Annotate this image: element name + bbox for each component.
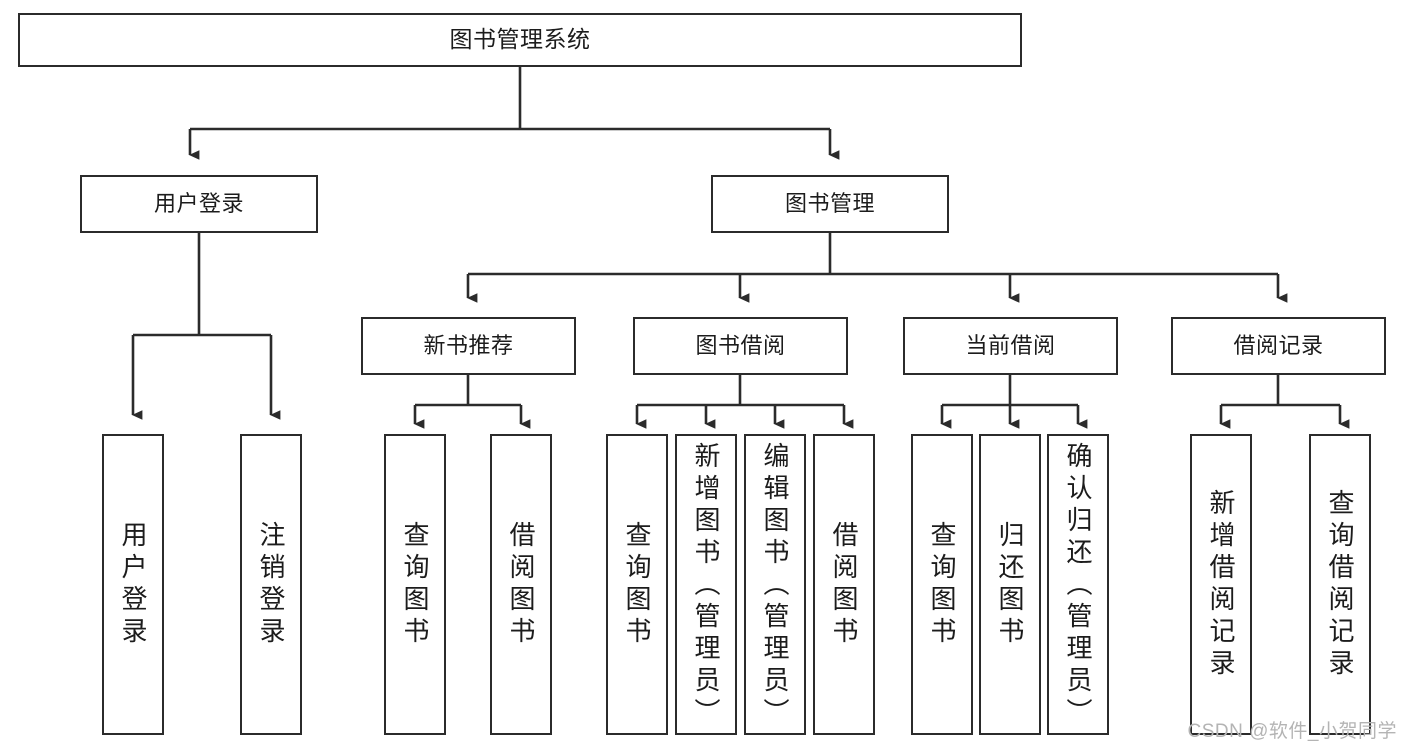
node-root-label: 图书管理系统: [449, 26, 591, 53]
leaf-user-login-label: 用户登录: [118, 520, 148, 649]
watermark-text: CSDN @软件_小贺同学: [1187, 721, 1397, 742]
leaf-record-query-record[interactable]: 查询借阅记录: [1309, 434, 1371, 735]
leaf-current-return-book-label: 归还图书: [995, 520, 1025, 649]
node-new-book-recommend-label: 新书推荐: [423, 332, 514, 358]
node-book-borrow-label: 图书借阅: [695, 332, 786, 358]
leaf-record-add-record-label: 新增借阅记录: [1206, 488, 1236, 681]
leaf-newbook-borrow-book-label: 借阅图书: [506, 520, 536, 649]
leaf-current-confirm-return-admin[interactable]: 确认归还（管理员）: [1047, 434, 1109, 735]
leaf-newbook-query-book-label: 查询图书: [400, 520, 430, 649]
leaf-borrow-query-book-label: 查询图书: [622, 520, 652, 649]
node-book-management-label: 图书管理: [784, 190, 875, 216]
node-root[interactable]: 图书管理系统: [18, 13, 1022, 67]
leaf-borrow-edit-book-admin[interactable]: 编辑图书（管理员）: [744, 434, 806, 735]
leaf-record-query-record-label: 查询借阅记录: [1325, 488, 1355, 681]
leaf-borrow-borrow-book-label: 借阅图书: [829, 520, 859, 649]
node-user-login-label: 用户登录: [153, 190, 244, 216]
node-current-borrow-label: 当前借阅: [965, 332, 1056, 358]
leaf-newbook-borrow-book[interactable]: 借阅图书: [490, 434, 552, 735]
leaf-user-login[interactable]: 用户登录: [102, 434, 164, 735]
node-current-borrow[interactable]: 当前借阅: [903, 317, 1118, 375]
leaf-newbook-query-book[interactable]: 查询图书: [384, 434, 446, 735]
node-book-management[interactable]: 图书管理: [711, 175, 949, 233]
leaf-user-logout-label: 注销登录: [256, 520, 286, 649]
leaf-borrow-query-book[interactable]: 查询图书: [606, 434, 668, 735]
node-new-book-recommend[interactable]: 新书推荐: [361, 317, 576, 375]
leaf-borrow-edit-book-admin-label: 编辑图书（管理员）: [760, 442, 790, 730]
leaf-borrow-borrow-book[interactable]: 借阅图书: [813, 434, 875, 735]
leaf-borrow-add-book-admin-label: 新增图书（管理员）: [691, 442, 721, 730]
leaf-user-logout[interactable]: 注销登录: [240, 434, 302, 735]
leaf-current-query-book-label: 查询图书: [927, 520, 957, 649]
leaf-borrow-add-book-admin[interactable]: 新增图书（管理员）: [675, 434, 737, 735]
node-user-login[interactable]: 用户登录: [80, 175, 318, 233]
node-book-borrow[interactable]: 图书借阅: [633, 317, 848, 375]
leaf-current-confirm-return-admin-label: 确认归还（管理员）: [1063, 442, 1093, 730]
leaf-current-query-book[interactable]: 查询图书: [911, 434, 973, 735]
node-borrow-record[interactable]: 借阅记录: [1171, 317, 1386, 375]
leaf-record-add-record[interactable]: 新增借阅记录: [1190, 434, 1252, 735]
leaf-current-return-book[interactable]: 归还图书: [979, 434, 1041, 735]
node-borrow-record-label: 借阅记录: [1233, 332, 1324, 358]
